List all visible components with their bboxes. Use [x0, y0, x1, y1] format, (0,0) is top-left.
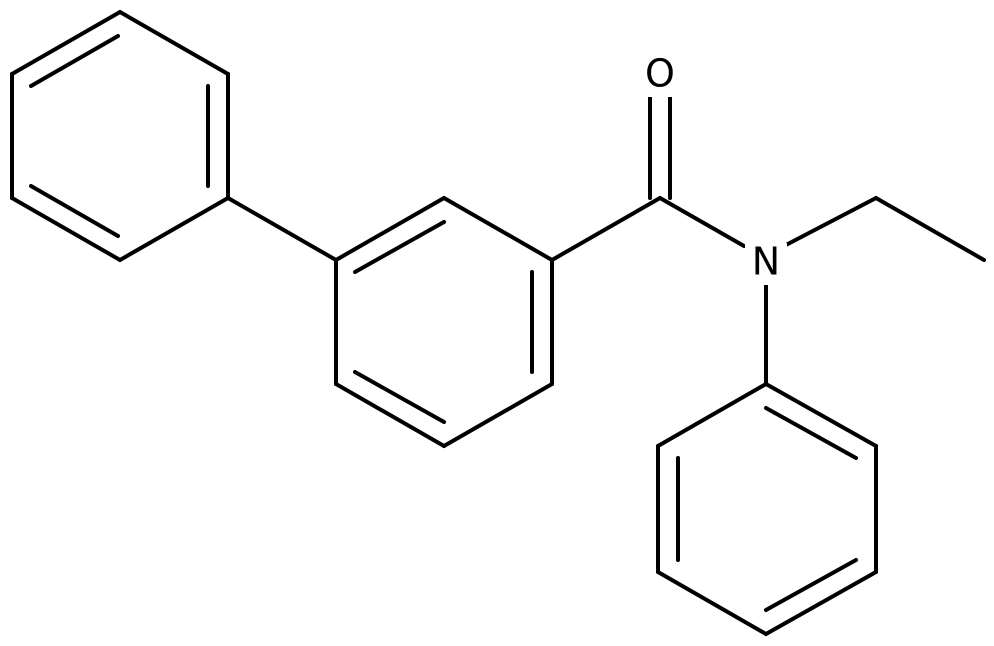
bond-central-2 — [442, 196, 554, 262]
bond-central-5 — [334, 382, 446, 448]
bond-phenyl2-1 — [764, 382, 878, 448]
bond-phenyl1-1 — [118, 10, 230, 76]
bond-phenyl1-6 — [10, 10, 122, 76]
oxygen-label-background — [640, 55, 680, 97]
bond-phenyl1-4 — [10, 196, 122, 262]
bond-c-n — [658, 196, 746, 248]
bond-phenyl2-3 — [764, 570, 878, 636]
bond-phenyl2-4 — [656, 570, 768, 636]
nitrogen-label-background — [745, 243, 787, 285]
oxygen-atom-label: O — [645, 52, 675, 96]
bond-phenyl2-1-inner — [764, 406, 858, 460]
bond-ring-carbonyl — [550, 196, 662, 262]
bonds — [10, 10, 986, 636]
bond-central-1-inner — [353, 220, 446, 274]
bond-phenyl1-4-inner — [29, 184, 120, 238]
bond-phenyl2-6 — [656, 382, 768, 448]
bond-biaryl — [226, 196, 338, 262]
bond-n-ch2 — [782, 196, 878, 248]
bond-phenyl1-6-inner — [29, 34, 120, 88]
atom-labels: O N — [640, 52, 787, 285]
bond-ch2-ch3 — [874, 196, 986, 262]
bond-phenyl2-3-inner — [764, 558, 858, 612]
bond-central-5-inner — [353, 370, 446, 424]
nitrogen-atom-label: N — [752, 240, 780, 284]
bond-central-4 — [442, 382, 554, 448]
bond-central-1 — [334, 196, 446, 262]
bond-phenyl1-3 — [118, 196, 230, 262]
